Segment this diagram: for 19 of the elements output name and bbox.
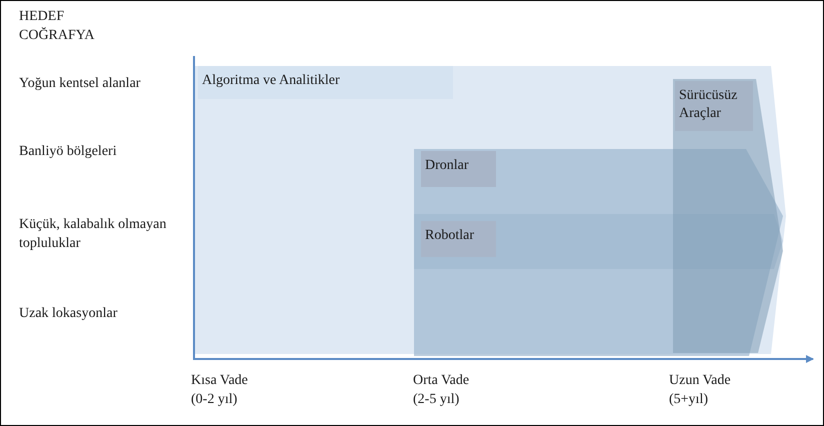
- row-label: Yoğun kentsel alanlar: [19, 75, 142, 93]
- band-label: Dronlar: [421, 151, 496, 187]
- time-label: Uzun Vade: [669, 372, 732, 390]
- row-label: Banliyö bölgeleri: [19, 143, 118, 161]
- row-label: Uzak lokasyonlar: [19, 305, 118, 323]
- time-label: Kısa Vade: [191, 372, 249, 390]
- row-label: Küçük, kalabalık olmayan topluluklar: [19, 216, 168, 253]
- band-label: Algoritma ve Analitikler: [198, 66, 453, 99]
- time-label: (5+yıl): [669, 391, 709, 409]
- time-label: Orta Vade: [413, 372, 470, 390]
- band-label: Sürücüsüz Araçlar: [675, 81, 753, 131]
- chevron-arrow-band: [414, 149, 784, 356]
- band-label: Robotlar: [421, 221, 496, 257]
- chevron-arrow-band: [414, 214, 783, 269]
- chevron-arrow-band: [673, 79, 783, 353]
- axis-title: HEDEF COĞRAFYA: [19, 8, 96, 45]
- time-label: (0-2 yıl): [191, 391, 238, 409]
- chevron-arrow-band: [194, 66, 786, 354]
- time-label: (2-5 yıl): [413, 391, 460, 409]
